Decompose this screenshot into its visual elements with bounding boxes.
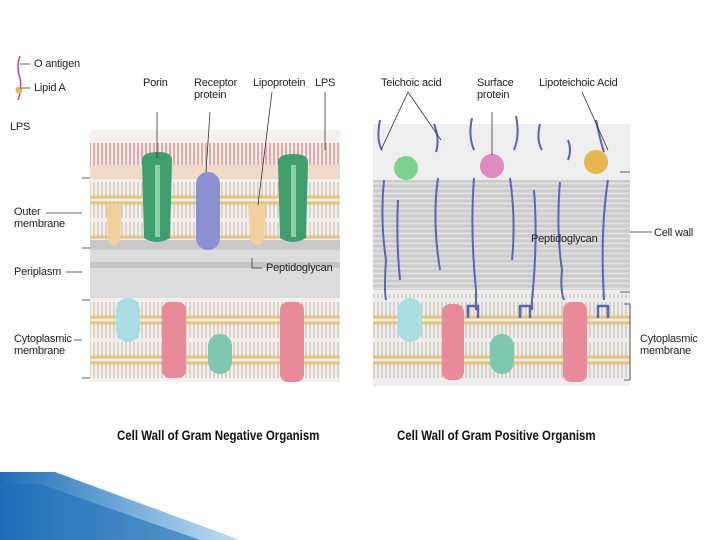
lipoprotein-label: Lipoprotein — [253, 77, 305, 89]
peptidoglycan-label-left: Peptidoglycan — [266, 262, 333, 274]
membrane-protein-pink-2 — [280, 302, 304, 382]
surface-protein-gold — [584, 150, 608, 174]
o-antigen-label: O antigen — [34, 58, 80, 70]
receptor-protein-label: Receptor protein — [194, 77, 237, 101]
surface-protein-pink — [480, 154, 504, 178]
outer-membrane-label: Outer membrane — [14, 206, 65, 230]
membrane-protein-teal — [208, 334, 232, 374]
receptor-protein — [196, 172, 220, 250]
periplasm-label: Periplasm — [14, 266, 61, 278]
porin-label: Porin — [143, 77, 168, 89]
gram-positive-panel — [373, 92, 652, 386]
periplasm-space — [90, 250, 340, 298]
lps-label: LPS — [315, 77, 335, 89]
lps-legend-label: LPS — [10, 121, 30, 133]
lipoteichoic-acid-label: Lipoteichoic Acid — [539, 77, 618, 89]
lipoprotein-2 — [248, 205, 266, 245]
membrane-protein-pink-right-2 — [563, 302, 587, 382]
lipoprotein-1 — [106, 205, 122, 245]
membrane-protein-pink-right-1 — [442, 304, 464, 380]
membrane-protein-pink-1 — [162, 302, 186, 378]
lipid-a-label: Lipid A — [34, 82, 66, 94]
teichoic-acid-label: Teichoic acid — [381, 77, 441, 89]
surface-protein-label: Surface protein — [477, 77, 514, 101]
cytoplasmic-membrane-label-right: Cytoplasmic membrane — [640, 333, 698, 357]
cell-wall-label: Cell wall — [654, 227, 693, 239]
surface-protein-green — [394, 156, 418, 180]
cytoplasmic-membrane-label-left: Cytoplasmic membrane — [14, 333, 72, 357]
gram-positive-caption: Cell Wall of Gram Positive Organism — [397, 427, 596, 443]
membrane-protein-blue-right — [398, 298, 422, 342]
gram-negative-caption: Cell Wall of Gram Negative Organism — [117, 427, 319, 443]
peptidoglycan-label-right: Peptidoglycan — [531, 233, 598, 245]
membrane-protein-teal-right — [490, 334, 514, 374]
membrane-protein-blue — [116, 298, 140, 342]
